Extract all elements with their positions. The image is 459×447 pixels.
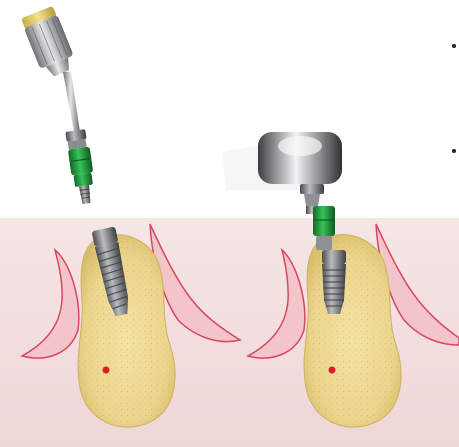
margin-bullet-1 (452, 44, 456, 48)
right-marker-dot (329, 367, 336, 374)
left-marker-dot (103, 367, 110, 374)
hand-driver (20, 5, 97, 205)
right-implant (322, 250, 346, 314)
margin-bullet-2 (452, 149, 456, 153)
